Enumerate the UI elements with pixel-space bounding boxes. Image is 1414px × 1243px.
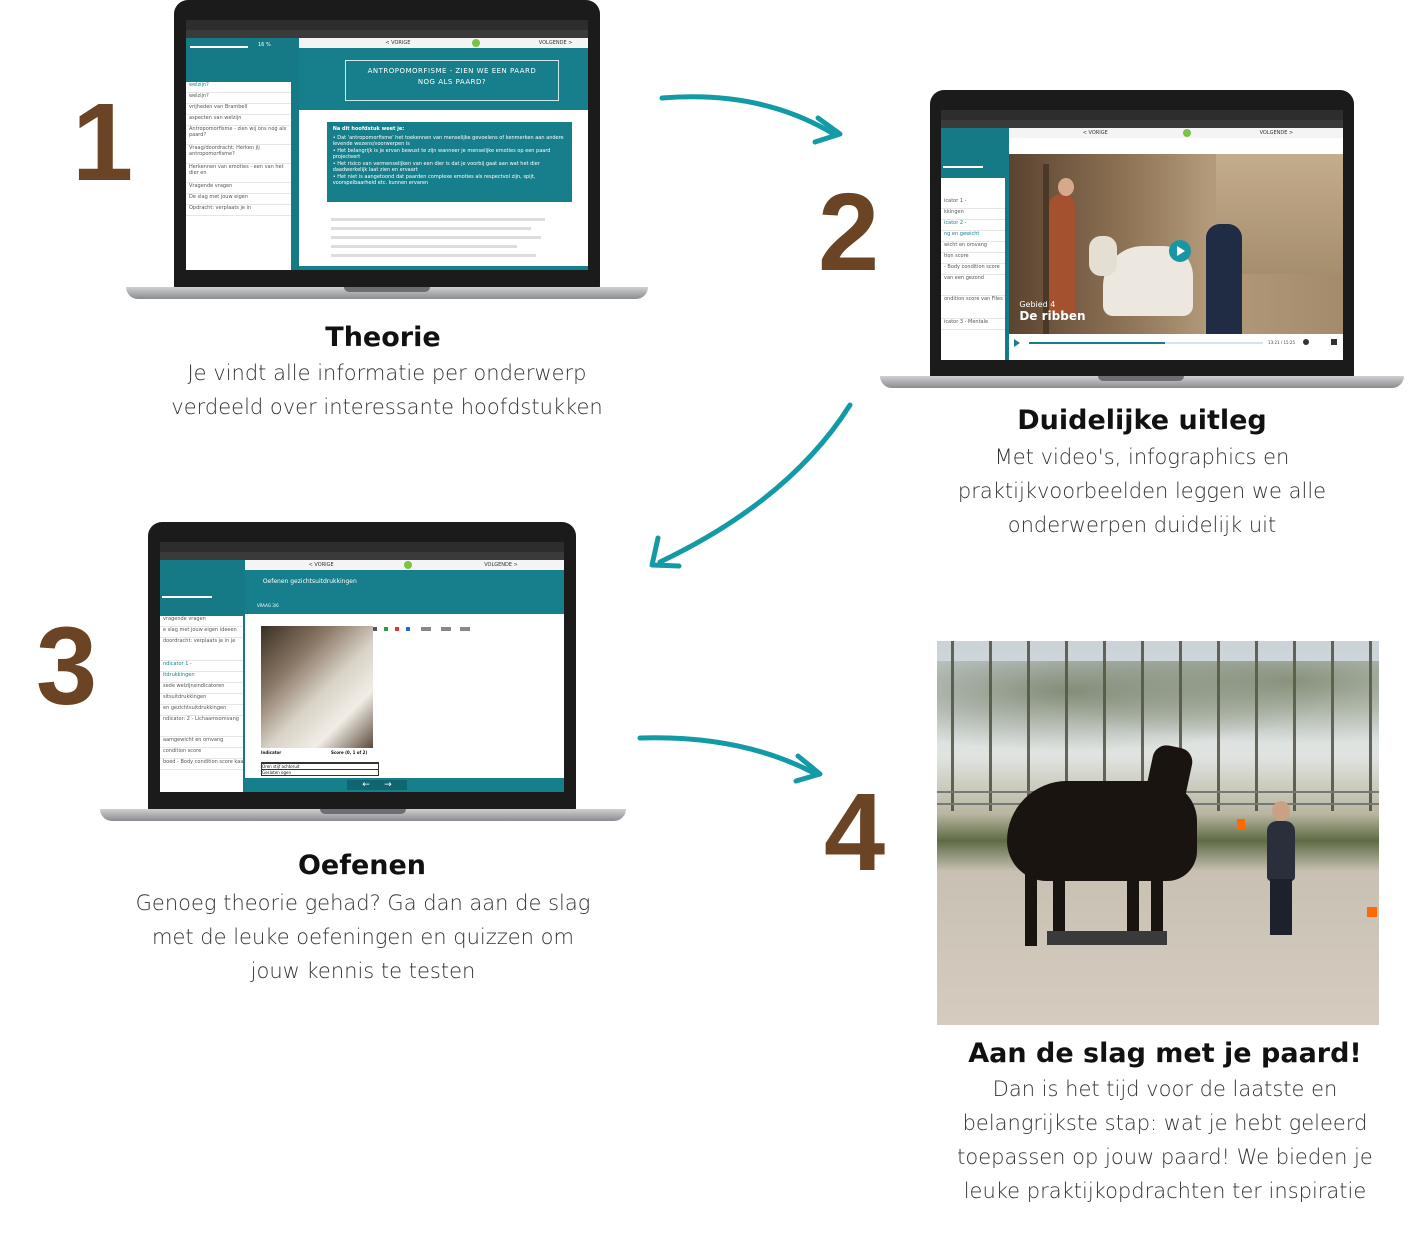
side-item[interactable]: Vragende vragen	[186, 183, 291, 194]
side-item[interactable]: De slag met jouw eigen	[186, 194, 291, 205]
side-item[interactable]: boed - Body condition score kaart	[160, 759, 243, 770]
side-item[interactable]: sitsuitdrukkingen	[160, 694, 243, 705]
side-item[interactable]: icator 2 -	[941, 220, 1006, 231]
course-sidebar: icator 1 - kkingen icator 2 - ng en gewi…	[941, 128, 1010, 360]
side-item[interactable]: ondition score van Files	[941, 296, 1006, 319]
prev-link[interactable]: < VORIGE	[308, 562, 334, 568]
side-item[interactable]: ng en gewicht	[941, 231, 1006, 242]
exercise-header: Oefenen gezichtsuitdrukkingen	[244, 570, 564, 614]
side-item[interactable]: doordracht: verplaats je in je	[160, 638, 243, 661]
step-description-2: Met video's, infographics en praktijkvoo…	[957, 445, 1327, 537]
screen-oefenen: vragende vragen e slag met jouw eigen id…	[160, 542, 564, 792]
arrow-3-to-4-head	[793, 753, 823, 784]
prev-link[interactable]: < VORIGE	[1082, 130, 1108, 136]
horse-training-photo	[937, 641, 1379, 1025]
side-item[interactable]: - Body condition score	[941, 264, 1006, 275]
person-left	[1049, 194, 1076, 314]
side-item[interactable]: aamgewicht en omvang	[160, 737, 243, 748]
side-item[interactable]: welzijn?	[186, 93, 291, 104]
settings-icon[interactable]	[1303, 339, 1309, 345]
editor-toolbar	[362, 616, 512, 631]
arrow-3-to-4	[637, 735, 815, 775]
side-item[interactable]: icator 1 -	[941, 198, 1006, 209]
side-item[interactable]: ndicator: 2 - Lichaamsomvang	[160, 716, 243, 737]
side-item[interactable]: kkingen	[941, 209, 1006, 220]
side-item[interactable]: Antropomorfisme - zien wij ons nog als p…	[186, 126, 291, 145]
side-item[interactable]: condition score	[160, 748, 243, 759]
screen-theorie: 16 % welzijn? welzijn? vrijheden van Bra…	[186, 20, 588, 270]
course-sidebar: 16 % welzijn? welzijn? vrijheden van Bra…	[186, 38, 299, 270]
step-description-1: Je vindt alle informatie per onderwerp v…	[171, 361, 603, 419]
side-item[interactable]: ndicator 1 -	[160, 661, 243, 672]
arrow-2-to-3	[657, 402, 853, 565]
step-number-2: 2	[818, 171, 880, 294]
step-description-3: Genoeg theorie gehad? Ga dan aan de slag…	[135, 891, 591, 983]
video-controls: 13:21 / 15:25	[1009, 334, 1343, 352]
screen-uitleg: icator 1 - kkingen icator 2 - ng en gewi…	[941, 110, 1343, 360]
play-icon[interactable]	[1169, 240, 1192, 262]
next-link[interactable]: VOLGENDE >	[538, 40, 573, 46]
progress-track[interactable]	[1029, 342, 1263, 344]
arrow-right-icon[interactable]: →	[384, 780, 392, 790]
nav-arrows: ← →	[346, 780, 407, 790]
person-right	[1206, 224, 1243, 334]
arrow-1-to-2-head	[812, 115, 843, 145]
step-description-4: Dan is het tijd voor de laatste en belan…	[957, 1077, 1373, 1203]
side-item[interactable]: Vraag/doordracht: Herken jij antropomorf…	[186, 145, 291, 164]
side-item[interactable]: welzijn?	[186, 82, 291, 93]
video-time: 13:21 / 15:25	[1268, 340, 1295, 345]
learning-goals-box: Na dit hoofdstuk weet je: • Dat 'antropo…	[326, 122, 572, 202]
side-item[interactable]: Herkennen van emoties - een van het dier…	[186, 164, 291, 183]
side-item[interactable]: itdrukkingen	[160, 672, 243, 683]
side-item[interactable]: vragende vragen	[160, 616, 243, 627]
step-number-1: 1	[72, 81, 134, 204]
side-item[interactable]: Opdracht: verplaats je in	[186, 205, 291, 216]
score-table: Indicator Score (0, 1 of 2) Oren stijf a…	[261, 750, 379, 776]
edit-icon[interactable]	[404, 561, 413, 569]
step-title-2: Duidelijke uitleg	[1017, 405, 1267, 436]
course-sidebar: vragende vragen e slag met jouw eigen id…	[160, 560, 245, 792]
side-item[interactable]: tion score	[941, 253, 1006, 264]
video-caption-big: De ribben	[1019, 309, 1086, 323]
side-item[interactable]: vrijheden van Brambell	[186, 104, 291, 115]
volume-icon[interactable]	[1331, 339, 1337, 345]
prev-link[interactable]: < VORIGE	[385, 40, 411, 46]
step-title-3: Oefenen	[297, 850, 427, 881]
step-number-3: 3	[36, 605, 98, 728]
side-item[interactable]: aspecten van welzijn	[186, 115, 291, 126]
arrow-2-to-3-head	[649, 535, 682, 569]
side-item[interactable]: icator 3 - Mentale	[941, 319, 1006, 330]
side-item[interactable]: wicht en omvang	[941, 242, 1006, 253]
chapter-banner: ANTROPOMORFISME - ZIEN WE EEN PAARD NOG …	[298, 48, 588, 110]
video-caption-small: Gebied 4	[1019, 300, 1056, 309]
step-number-4: 4	[824, 771, 886, 894]
side-item[interactable]: e slag met jouw eigen ideeen	[160, 627, 243, 638]
exercise-footer: ← →	[244, 778, 564, 792]
next-link[interactable]: VOLGENDE >	[1259, 130, 1294, 136]
side-item[interactable]: en gezichtsuitdrukkingen	[160, 705, 243, 716]
horse-head-image	[261, 626, 373, 748]
next-link[interactable]: VOLGENDE >	[484, 562, 518, 568]
play-button-icon[interactable]	[1014, 339, 1021, 347]
side-item[interactable]: sede welzijnsindicatoren	[160, 683, 243, 694]
side-item[interactable]: van een gezond	[941, 275, 1006, 296]
arrow-1-to-2	[659, 94, 835, 136]
trainer	[1267, 821, 1295, 881]
step-title-4: Aan de slag met je paard!	[968, 1038, 1362, 1069]
question-counter: VRAAG 3/6	[256, 603, 279, 608]
edit-icon[interactable]	[472, 39, 481, 47]
edit-icon[interactable]	[1182, 129, 1191, 137]
video-player[interactable]: Gebied 4 De ribben	[1009, 154, 1343, 334]
arrow-left-icon[interactable]: ←	[362, 780, 370, 790]
step-title-1: Theorie	[325, 322, 441, 353]
